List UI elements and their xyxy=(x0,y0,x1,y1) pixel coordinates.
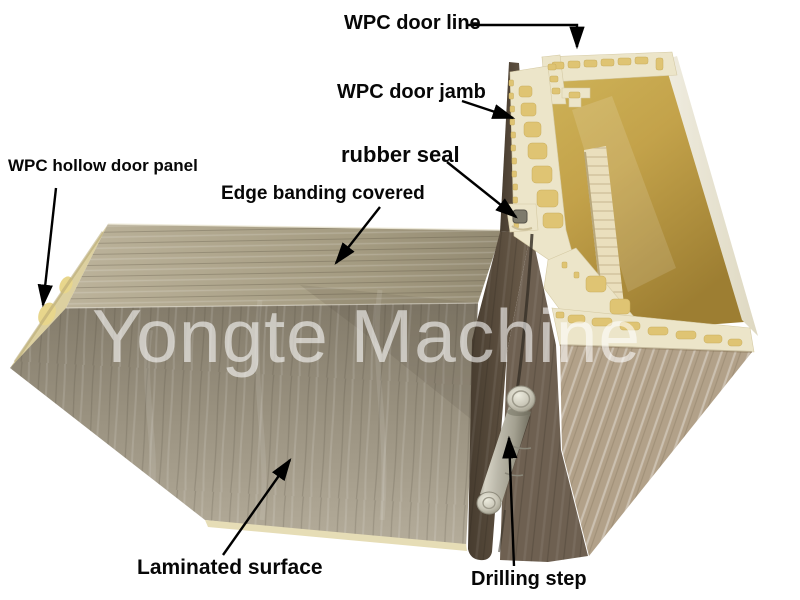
annotation-arrows xyxy=(37,23,585,567)
hinge-bottom-knuckle xyxy=(476,491,502,515)
frame-hollow-chambers xyxy=(508,56,743,347)
hinge-bottom-knuckle-ring xyxy=(482,496,496,510)
frame-wood-strip-grain xyxy=(584,146,626,328)
edge-banding-highlight xyxy=(107,223,503,231)
arrow-door-jamb xyxy=(461,99,516,120)
label-edge-banding-covered: Edge banding covered xyxy=(221,183,425,204)
watermark-text: Yongte Machine xyxy=(92,294,642,378)
label-drilling-step: Drilling step xyxy=(471,568,587,590)
core-tip-edge xyxy=(13,231,105,363)
label-wpc-door-jamb: WPC door jamb xyxy=(337,81,486,103)
frame-interior-highlight xyxy=(572,96,676,292)
arrow-door-line xyxy=(466,23,585,50)
label-wpc-hollow-door-panel: WPC hollow door panel xyxy=(8,156,198,175)
frame-outer-wall xyxy=(664,56,758,336)
seal-groove-lip xyxy=(511,225,533,231)
arrow-hollow-panel xyxy=(37,187,58,308)
door-panel xyxy=(10,223,503,551)
door-right-section xyxy=(500,230,588,562)
label-wpc-door-line: WPC door line xyxy=(344,12,481,34)
hinge-top-cap-ring xyxy=(511,390,531,408)
laminated-face-grain xyxy=(10,303,478,548)
label-rubber-seal: rubber seal xyxy=(341,142,460,167)
banding-face-seam xyxy=(65,302,479,309)
arrow-rubber-seal xyxy=(446,161,518,219)
door-right-grain xyxy=(500,230,588,562)
arrow-laminated-surface xyxy=(222,458,292,556)
arrow-drilling-step xyxy=(502,435,518,567)
frame-bottom-wood-grain xyxy=(560,345,752,556)
hinge-top-cap xyxy=(506,385,536,413)
arrow-edge-banding xyxy=(334,206,381,265)
frame-bottom-seam xyxy=(559,344,753,353)
hinge-lower-seam xyxy=(498,509,506,553)
face-streaks xyxy=(144,289,387,521)
jamb-door-gap-seam xyxy=(515,233,534,392)
door-panel-bottom-strip xyxy=(205,520,467,551)
face-shade xyxy=(300,285,478,420)
edge-banding-grain xyxy=(66,224,502,308)
label-laminated-surface: Laminated surface xyxy=(137,556,323,579)
door-edge-grain xyxy=(468,230,531,561)
door-frame xyxy=(505,51,758,556)
